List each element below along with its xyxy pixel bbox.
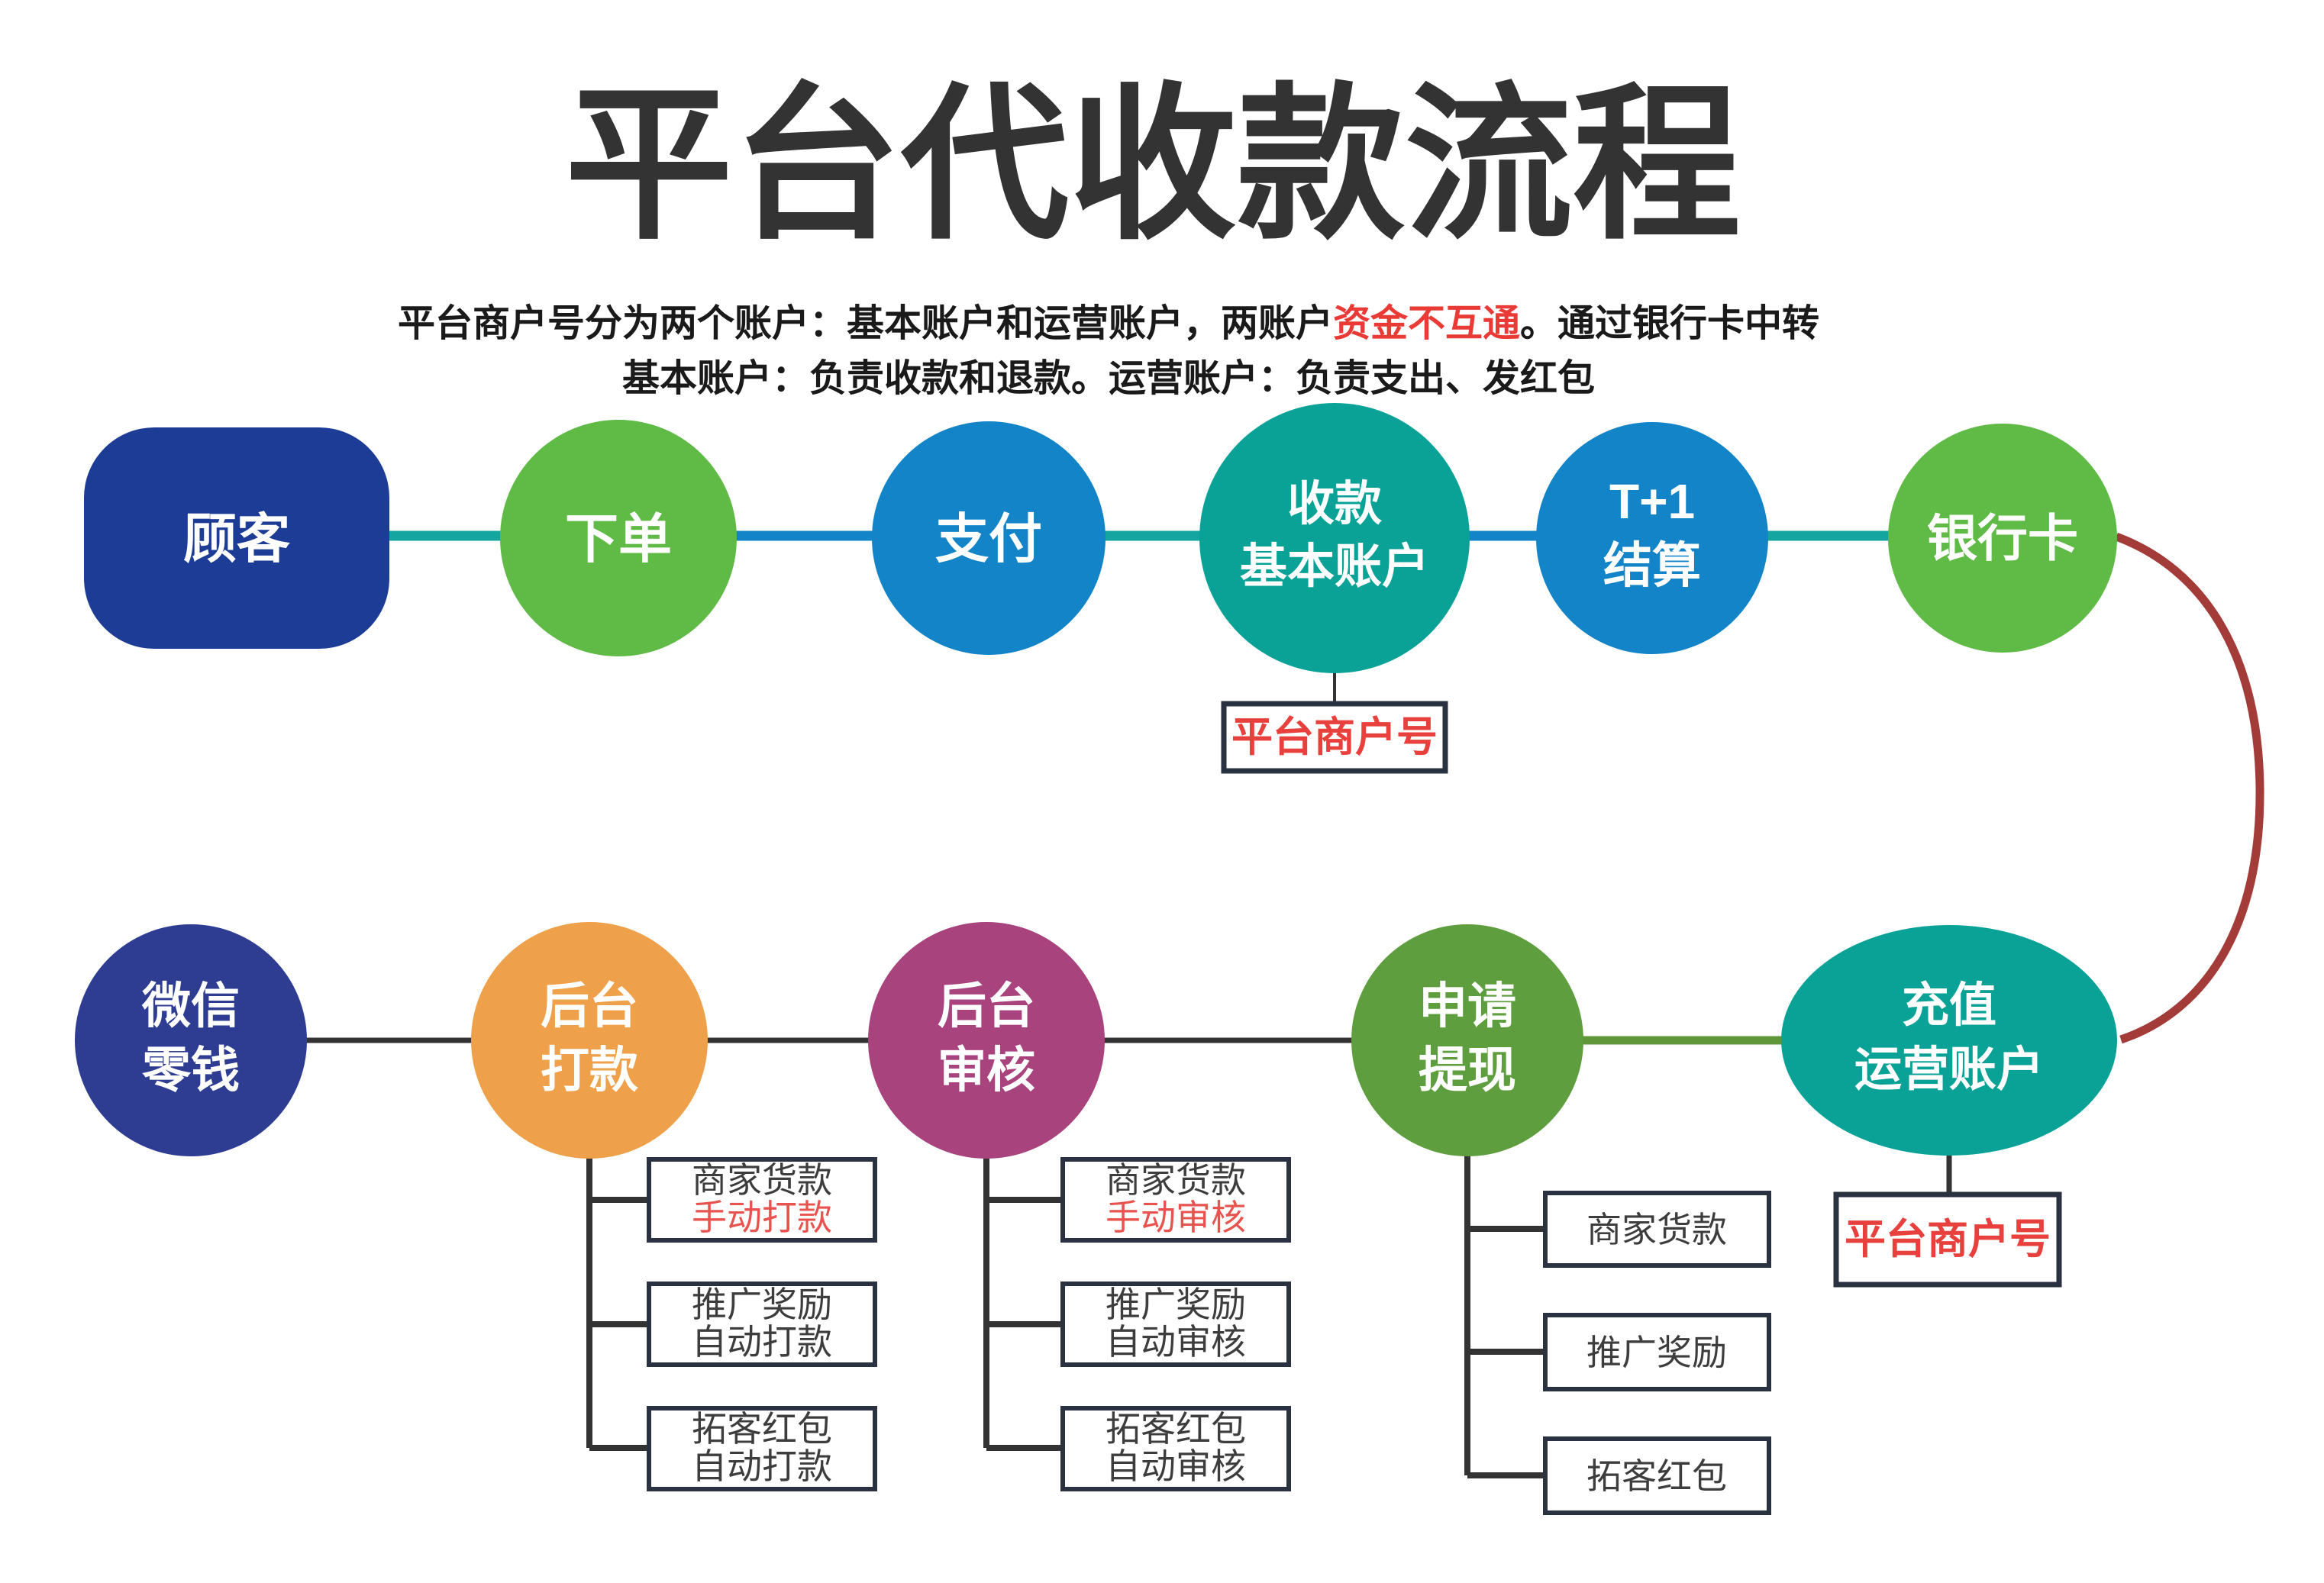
node-order-label: 下单 [565,509,672,569]
node-backend-review [868,922,1105,1159]
review-box-redpacket-line1: 拓客红包 [1106,1409,1246,1449]
node-backend-payout-label-line2: 打款 [541,1043,638,1098]
merchant-box-top-label: 平台商户号 [1231,714,1438,760]
review-box-redpacket-line2: 自动审核 [1106,1446,1246,1486]
payout-box-redpacket [647,1406,877,1491]
node-recharge-label-line2: 运营账户 [1854,1043,2044,1096]
node-order [500,420,737,656]
merchant-box-top [1221,701,1448,774]
payout-box-merchant-line2: 手动打款 [692,1198,832,1237]
node-recharge-operating-account [1781,925,2117,1156]
node-receive-label-line1: 收款 [1287,478,1382,530]
node-apply-withdraw-label-line1: 申请 [1419,978,1516,1033]
review-box-promo [1060,1282,1291,1367]
review-box-merchant [1060,1157,1291,1243]
curve-bankcard-to-recharge [2115,532,2264,1044]
payout-box-redpacket-line2: 自动打款 [692,1446,832,1486]
node-backend-review-label-line1: 后台 [938,978,1035,1033]
node-t1-settlement [1536,422,1768,654]
review-box-promo-line1: 推广奖励 [1106,1285,1246,1324]
node-wechat-label-line2: 零钱 [142,1043,240,1098]
payout-box-promo-line2: 自动打款 [692,1322,832,1362]
subtitle-line1: 平台商户号分为两个账户：基本账户和运营账户，两账户资金不互通。通过银行卡中转 [398,303,1819,344]
node-receive-basic-account [1199,403,1470,673]
node-customer [84,427,389,649]
tree-lines-backendreview [983,1157,1063,1451]
merchant-box-bottom-label: 平台商户号 [1845,1217,2051,1262]
subtitle-line2: 基本账户：负责收款和退款。运营账户：负责支出、发红包 [622,358,1595,399]
node-recharge-label-line1: 充值 [1902,979,1996,1032]
node-wechat-balance [75,924,307,1156]
payout-box-merchant [647,1157,877,1243]
review-box-redpacket [1060,1406,1291,1491]
tree-lines-withdraw [1464,1156,1545,1478]
review-box-promo-line2: 自动审核 [1106,1322,1246,1362]
withdraw-box-promo [1543,1313,1771,1391]
node-pay-label: 支付 [935,509,1042,569]
review-box-merchant-line2: 手动审核 [1106,1198,1246,1237]
node-t1-label-line1: T+1 [1609,474,1695,529]
review-box-merchant-line1: 商家货款 [1106,1160,1246,1200]
subtitle-line1-highlight: 资金不互通 [1333,303,1520,344]
payout-box-promo-line1: 推广奖励 [692,1285,832,1324]
withdraw-box-promo-label: 推广奖励 [1586,1333,1727,1372]
node-customer-label: 顾客 [183,509,290,569]
subtitle-line1-post: 。通过银行卡中转 [1520,303,1819,344]
node-apply-withdraw-label-line2: 提现 [1419,1043,1516,1098]
node-apply-withdraw [1351,924,1583,1156]
node-bank-card-label: 银行卡 [1927,510,2078,566]
page-title: 平台代收款流程 [565,71,1741,259]
node-backend-payout [471,922,708,1159]
node-bank-card [1888,424,2117,653]
withdraw-box-redpacket [1543,1436,1771,1515]
withdraw-box-merchant [1543,1191,1771,1268]
node-backend-review-label-line2: 审核 [938,1043,1035,1098]
payout-box-promo [647,1282,877,1367]
subtitle-line1-pre: 平台商户号分为两个账户：基本账户和运营账户，两账户 [398,303,1333,344]
merchant-box-bottom [1833,1191,2062,1288]
tree-lines-backendpay [586,1157,649,1451]
withdraw-box-redpacket-label: 拓客红包 [1586,1456,1727,1496]
node-wechat-label-line1: 微信 [141,978,240,1033]
payout-box-redpacket-line1: 拓客红包 [692,1409,832,1449]
node-pay [872,421,1106,655]
withdraw-box-merchant-label: 商家货款 [1586,1210,1727,1249]
node-backend-payout-label-line1: 后台 [541,978,638,1033]
node-t1-label-line2: 结算 [1603,538,1701,593]
payout-box-merchant-line1: 商家货款 [692,1160,832,1200]
node-receive-label-line2: 基本账户 [1240,540,1429,593]
